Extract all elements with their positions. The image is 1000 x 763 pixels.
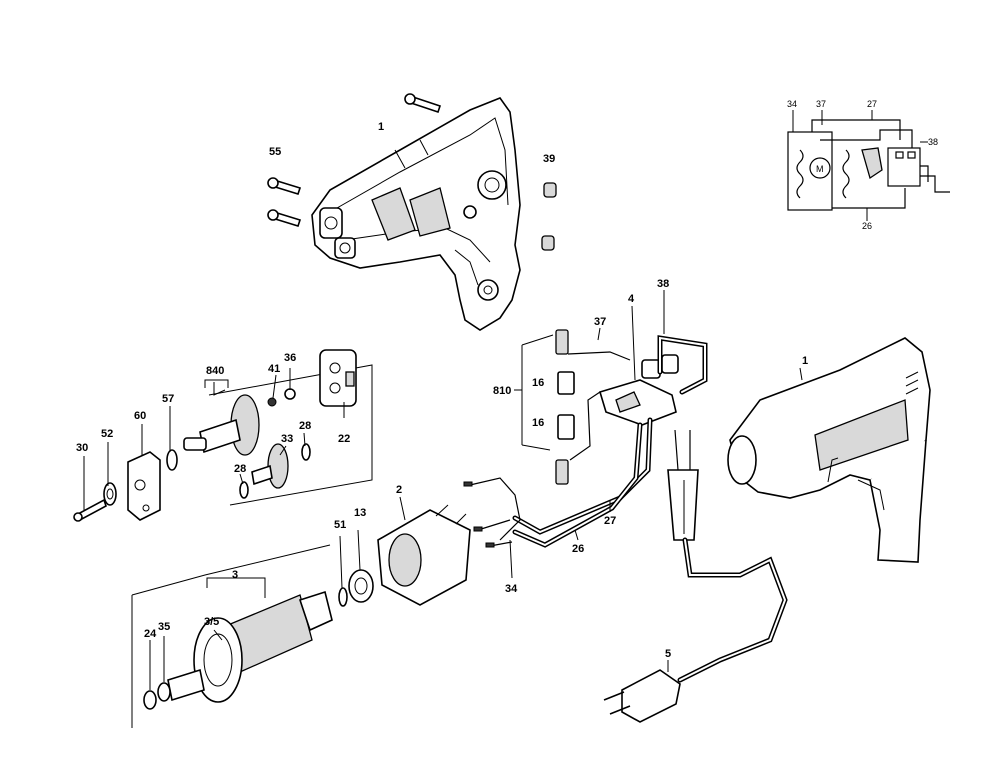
callout-24: 24 bbox=[144, 628, 157, 640]
callout-labels: 1 55 39 840 36 41 57 60 52 30 33 28 22 2… bbox=[76, 121, 808, 660]
callout-5: 5 bbox=[665, 648, 671, 660]
schematic-label-34: 34 bbox=[787, 99, 797, 109]
gearbox-parts bbox=[73, 349, 373, 522]
schematic-label-26: 26 bbox=[862, 221, 872, 231]
callout-3: 3 bbox=[232, 569, 238, 581]
callout-33: 33 bbox=[281, 433, 293, 445]
callout-38: 38 bbox=[657, 278, 669, 290]
callout-16-a: 16 bbox=[532, 377, 544, 389]
callout-37: 37 bbox=[594, 316, 606, 328]
wiring-schematic: M 34 37 27 38 26 bbox=[787, 99, 950, 231]
callout-27: 27 bbox=[604, 515, 616, 527]
callout-2: 2 bbox=[396, 484, 402, 496]
callout-1-drill: 1 bbox=[802, 355, 808, 367]
callout-34: 34 bbox=[505, 583, 518, 595]
callout-16-b: 16 bbox=[532, 417, 544, 429]
switch-and-wiring bbox=[463, 290, 788, 723]
callout-35: 35 bbox=[158, 621, 170, 633]
callout-26: 26 bbox=[572, 543, 584, 555]
callout-52: 52 bbox=[101, 428, 113, 440]
callout-60: 60 bbox=[134, 410, 146, 422]
schematic-label-27: 27 bbox=[867, 99, 877, 109]
callout-22: 22 bbox=[338, 433, 350, 445]
callout-36: 36 bbox=[284, 352, 296, 364]
pins-39 bbox=[541, 182, 557, 251]
housing-screws bbox=[267, 93, 442, 227]
callout-41: 41 bbox=[268, 363, 280, 375]
callout-30: 30 bbox=[76, 442, 88, 454]
callout-840: 840 bbox=[206, 365, 224, 377]
callout-810: 810 bbox=[493, 385, 511, 397]
callout-55: 55 bbox=[269, 146, 281, 158]
callout-1-housing: 1 bbox=[378, 121, 384, 133]
motor-parts bbox=[131, 496, 471, 728]
callout-13: 13 bbox=[354, 507, 366, 519]
callout-4: 4 bbox=[628, 293, 635, 305]
schematic-label-37: 37 bbox=[816, 99, 826, 109]
schematic-label-38: 38 bbox=[928, 137, 938, 147]
callout-28-bottom: 28 bbox=[234, 463, 246, 475]
callout-51: 51 bbox=[334, 519, 346, 531]
schematic-motor-label: M bbox=[816, 164, 824, 174]
assembled-drill bbox=[727, 337, 931, 563]
callout-57: 57 bbox=[162, 393, 174, 405]
callout-39: 39 bbox=[543, 153, 555, 165]
callout-3-5: 3/5 bbox=[204, 616, 219, 628]
housing-half bbox=[311, 97, 521, 331]
callout-28-top: 28 bbox=[299, 420, 311, 432]
